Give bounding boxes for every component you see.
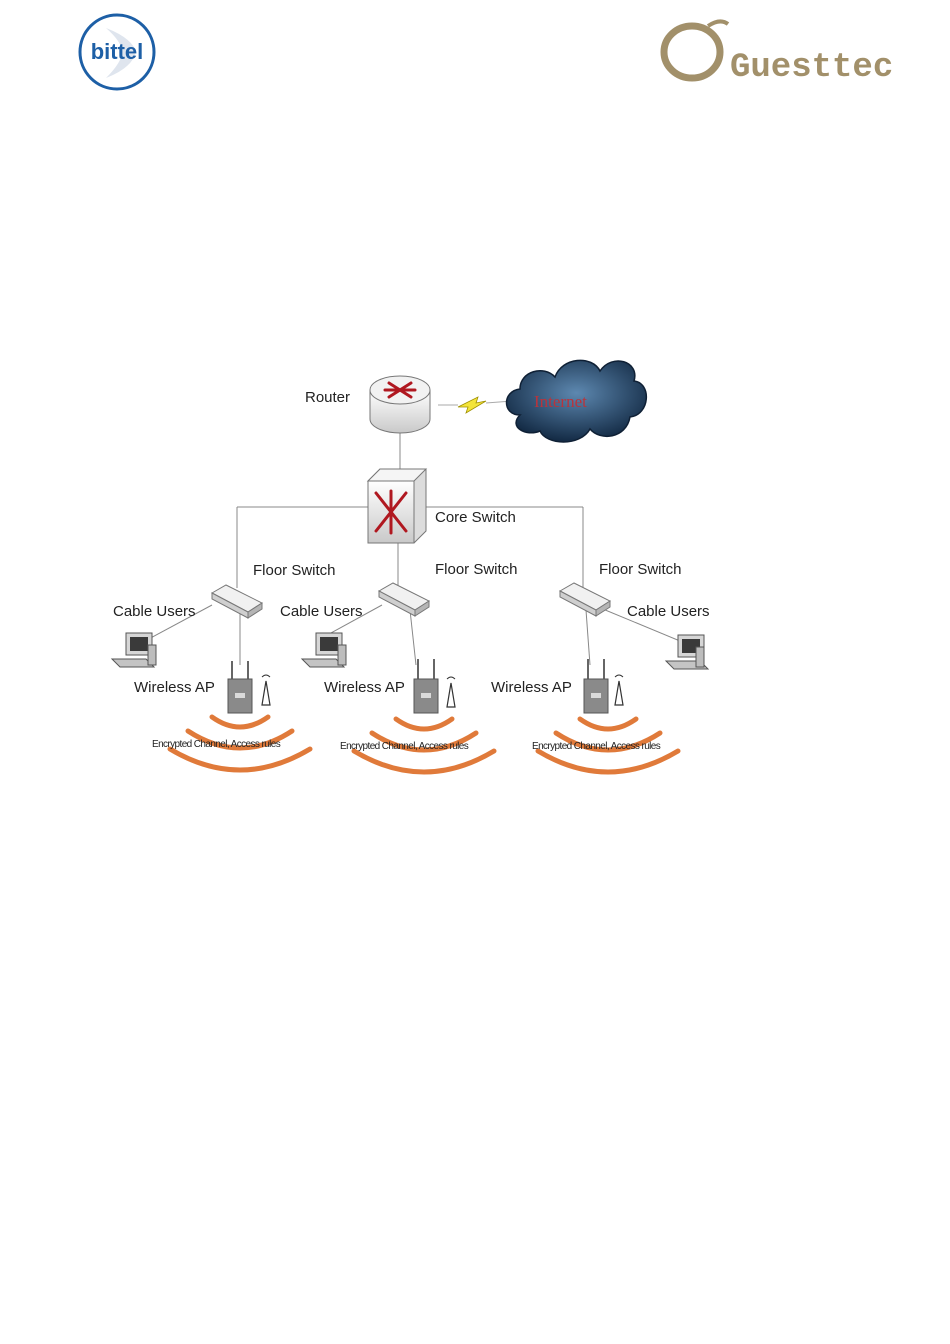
floor-switch-icon: [379, 583, 429, 616]
wifi-note-label: Encrypted Channel, Access rules: [532, 741, 660, 752]
core-switch-icon: [368, 469, 426, 543]
guesttec-logo-text: Guesttec: [730, 49, 893, 84]
computer-icon: [302, 633, 346, 667]
router-icon: [370, 376, 430, 433]
router-label: Router: [305, 389, 350, 406]
wireless-ap-icon: [228, 661, 270, 713]
wireless-ap-label: Wireless AP: [491, 679, 572, 696]
bittel-logo: bittel: [76, 12, 158, 92]
floor-switch-label: Floor Switch: [599, 561, 682, 578]
connection-lines: [145, 433, 680, 665]
wireless-ap-label: Wireless AP: [324, 679, 405, 696]
floor-switch-label: Floor Switch: [253, 562, 336, 579]
core-switch-label: Core Switch: [435, 509, 516, 526]
guesttec-logo: Guesttec: [658, 16, 924, 84]
wifi-note-label: Encrypted Channel, Access rules: [340, 741, 468, 752]
wireless-ap-icon: [584, 659, 623, 713]
wireless-link-bolt: [458, 397, 486, 413]
cable-users-label: Cable Users: [113, 603, 196, 620]
floor-switch-label: Floor Switch: [435, 561, 518, 578]
computer-icon: [666, 635, 708, 669]
floor-switch-icon: [212, 585, 262, 618]
internet-label: Internet: [534, 392, 587, 412]
floor-switch-icon: [560, 583, 610, 616]
wireless-ap-icon: [414, 659, 455, 713]
bittel-logo-text: bittel: [91, 39, 144, 64]
computer-icon: [112, 633, 156, 667]
cable-users-label: Cable Users: [627, 603, 710, 620]
cable-users-label: Cable Users: [280, 603, 363, 620]
wifi-note-label: Encrypted Channel, Access rules: [152, 739, 280, 750]
wireless-ap-label: Wireless AP: [134, 679, 215, 696]
network-diagram: Internet Router Core Switch Floor Switch…: [100, 345, 740, 800]
